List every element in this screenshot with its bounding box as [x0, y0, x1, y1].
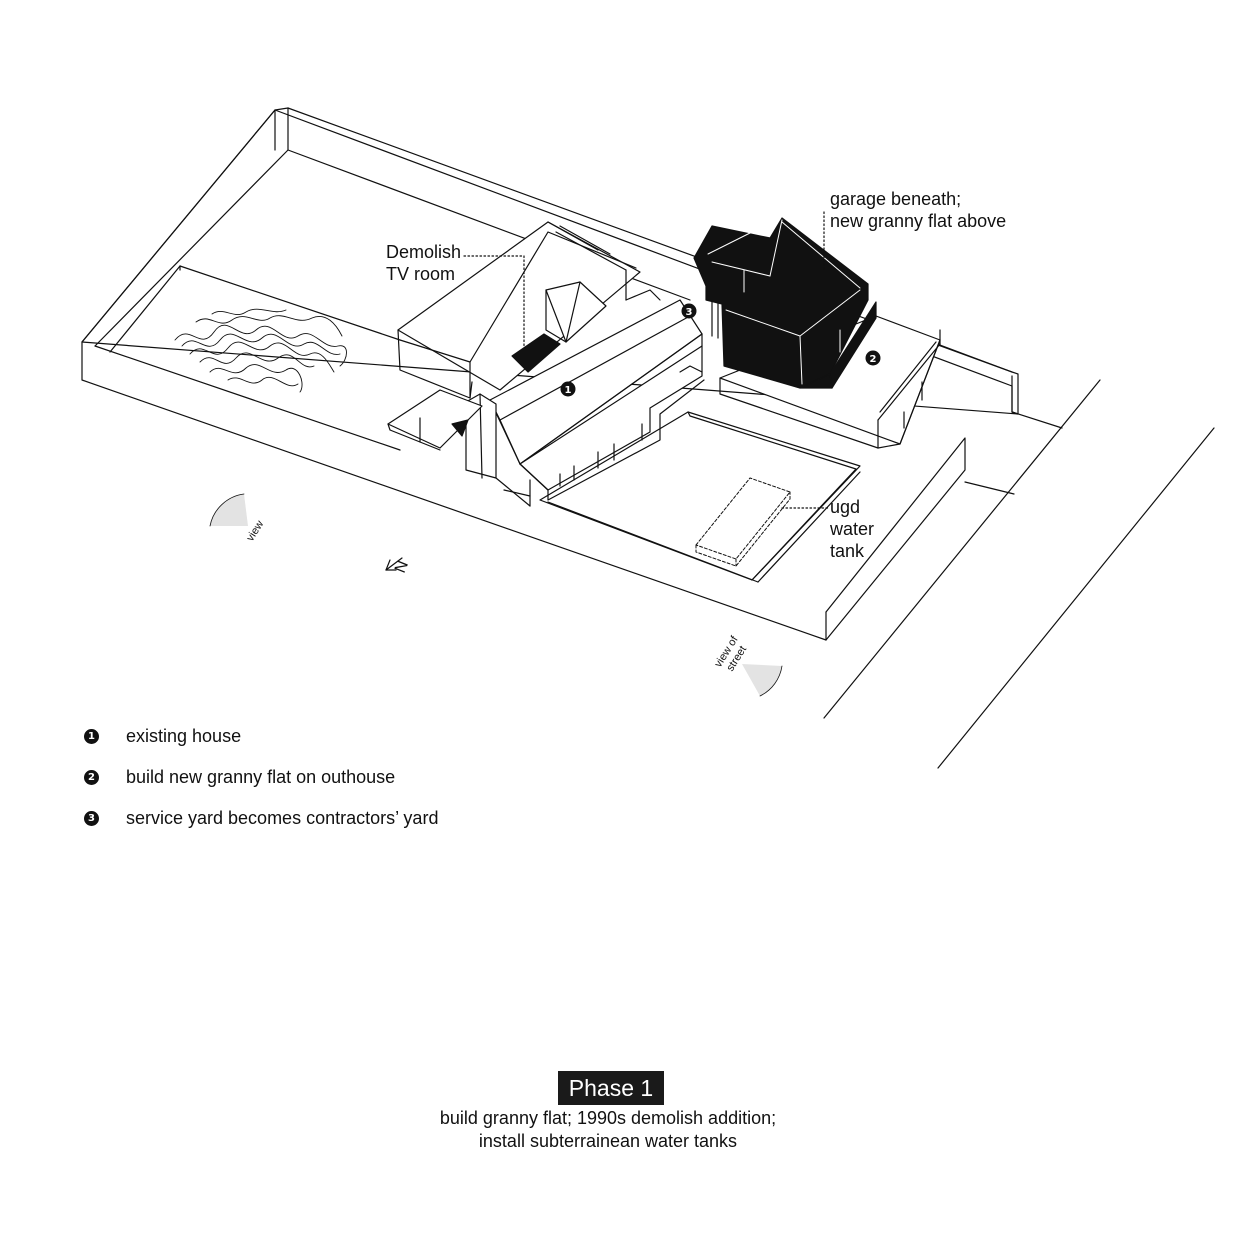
svg-text:3: 3 [686, 307, 693, 318]
north-label: N [392, 558, 412, 575]
phase-title: Phase 1 [558, 1071, 664, 1105]
demolish-annotation: Demolish TV room [386, 241, 461, 285]
legend-number-badge: 3 [84, 811, 99, 826]
tank-annotation-line1: ugd [830, 497, 861, 517]
marker-granny-flat: 2 [865, 350, 881, 366]
view-label: view [244, 519, 266, 544]
phase-description-line2: install subterrainean water tanks [478, 1131, 738, 1151]
legend-item-text: service yard becomes contractors’ yard [126, 808, 439, 828]
back-garden-lawn [109, 265, 401, 353]
underground-water-tank [695, 477, 791, 567]
phase-description-line1: build granny flat; 1990s demolish additi… [439, 1108, 777, 1128]
legend-item-text: existing house [126, 726, 242, 746]
tank-annotation-line2: water [830, 519, 875, 539]
garage-annotation-line1: garage beneath; [830, 189, 962, 209]
marker-existing-house: 1 [560, 381, 576, 397]
marker-service-yard: 3 [681, 303, 697, 319]
leader-lines [463, 211, 829, 509]
demolish-annotation-line2: TV room [386, 264, 456, 284]
svg-text:1: 1 [565, 385, 572, 396]
street-edge [823, 379, 1215, 769]
phase-description: build granny flat; 1990s demolish additi… [370, 1107, 846, 1153]
existing-house [387, 221, 705, 507]
legend-number-badge: 2 [84, 770, 99, 785]
view-cone-icon [209, 493, 248, 527]
legend-number-badge: 1 [84, 729, 99, 744]
legend-item-text: build new granny flat on outhouse [126, 767, 396, 787]
svg-text:2: 2 [870, 354, 877, 365]
landscape-contour-doodle [174, 308, 347, 393]
north-arrow-icon [385, 557, 403, 571]
front-yard [539, 411, 861, 583]
tank-annotation-line3: tank [830, 541, 865, 561]
garage-annotation-line2: new granny flat above [830, 211, 1007, 231]
garage-annotation: garage beneath; new granny flat above [830, 188, 1006, 232]
demolish-annotation-line1: Demolish [386, 242, 462, 262]
view-of-street-cone-icon [742, 664, 783, 697]
tank-annotation: ugd water tank [830, 496, 874, 562]
